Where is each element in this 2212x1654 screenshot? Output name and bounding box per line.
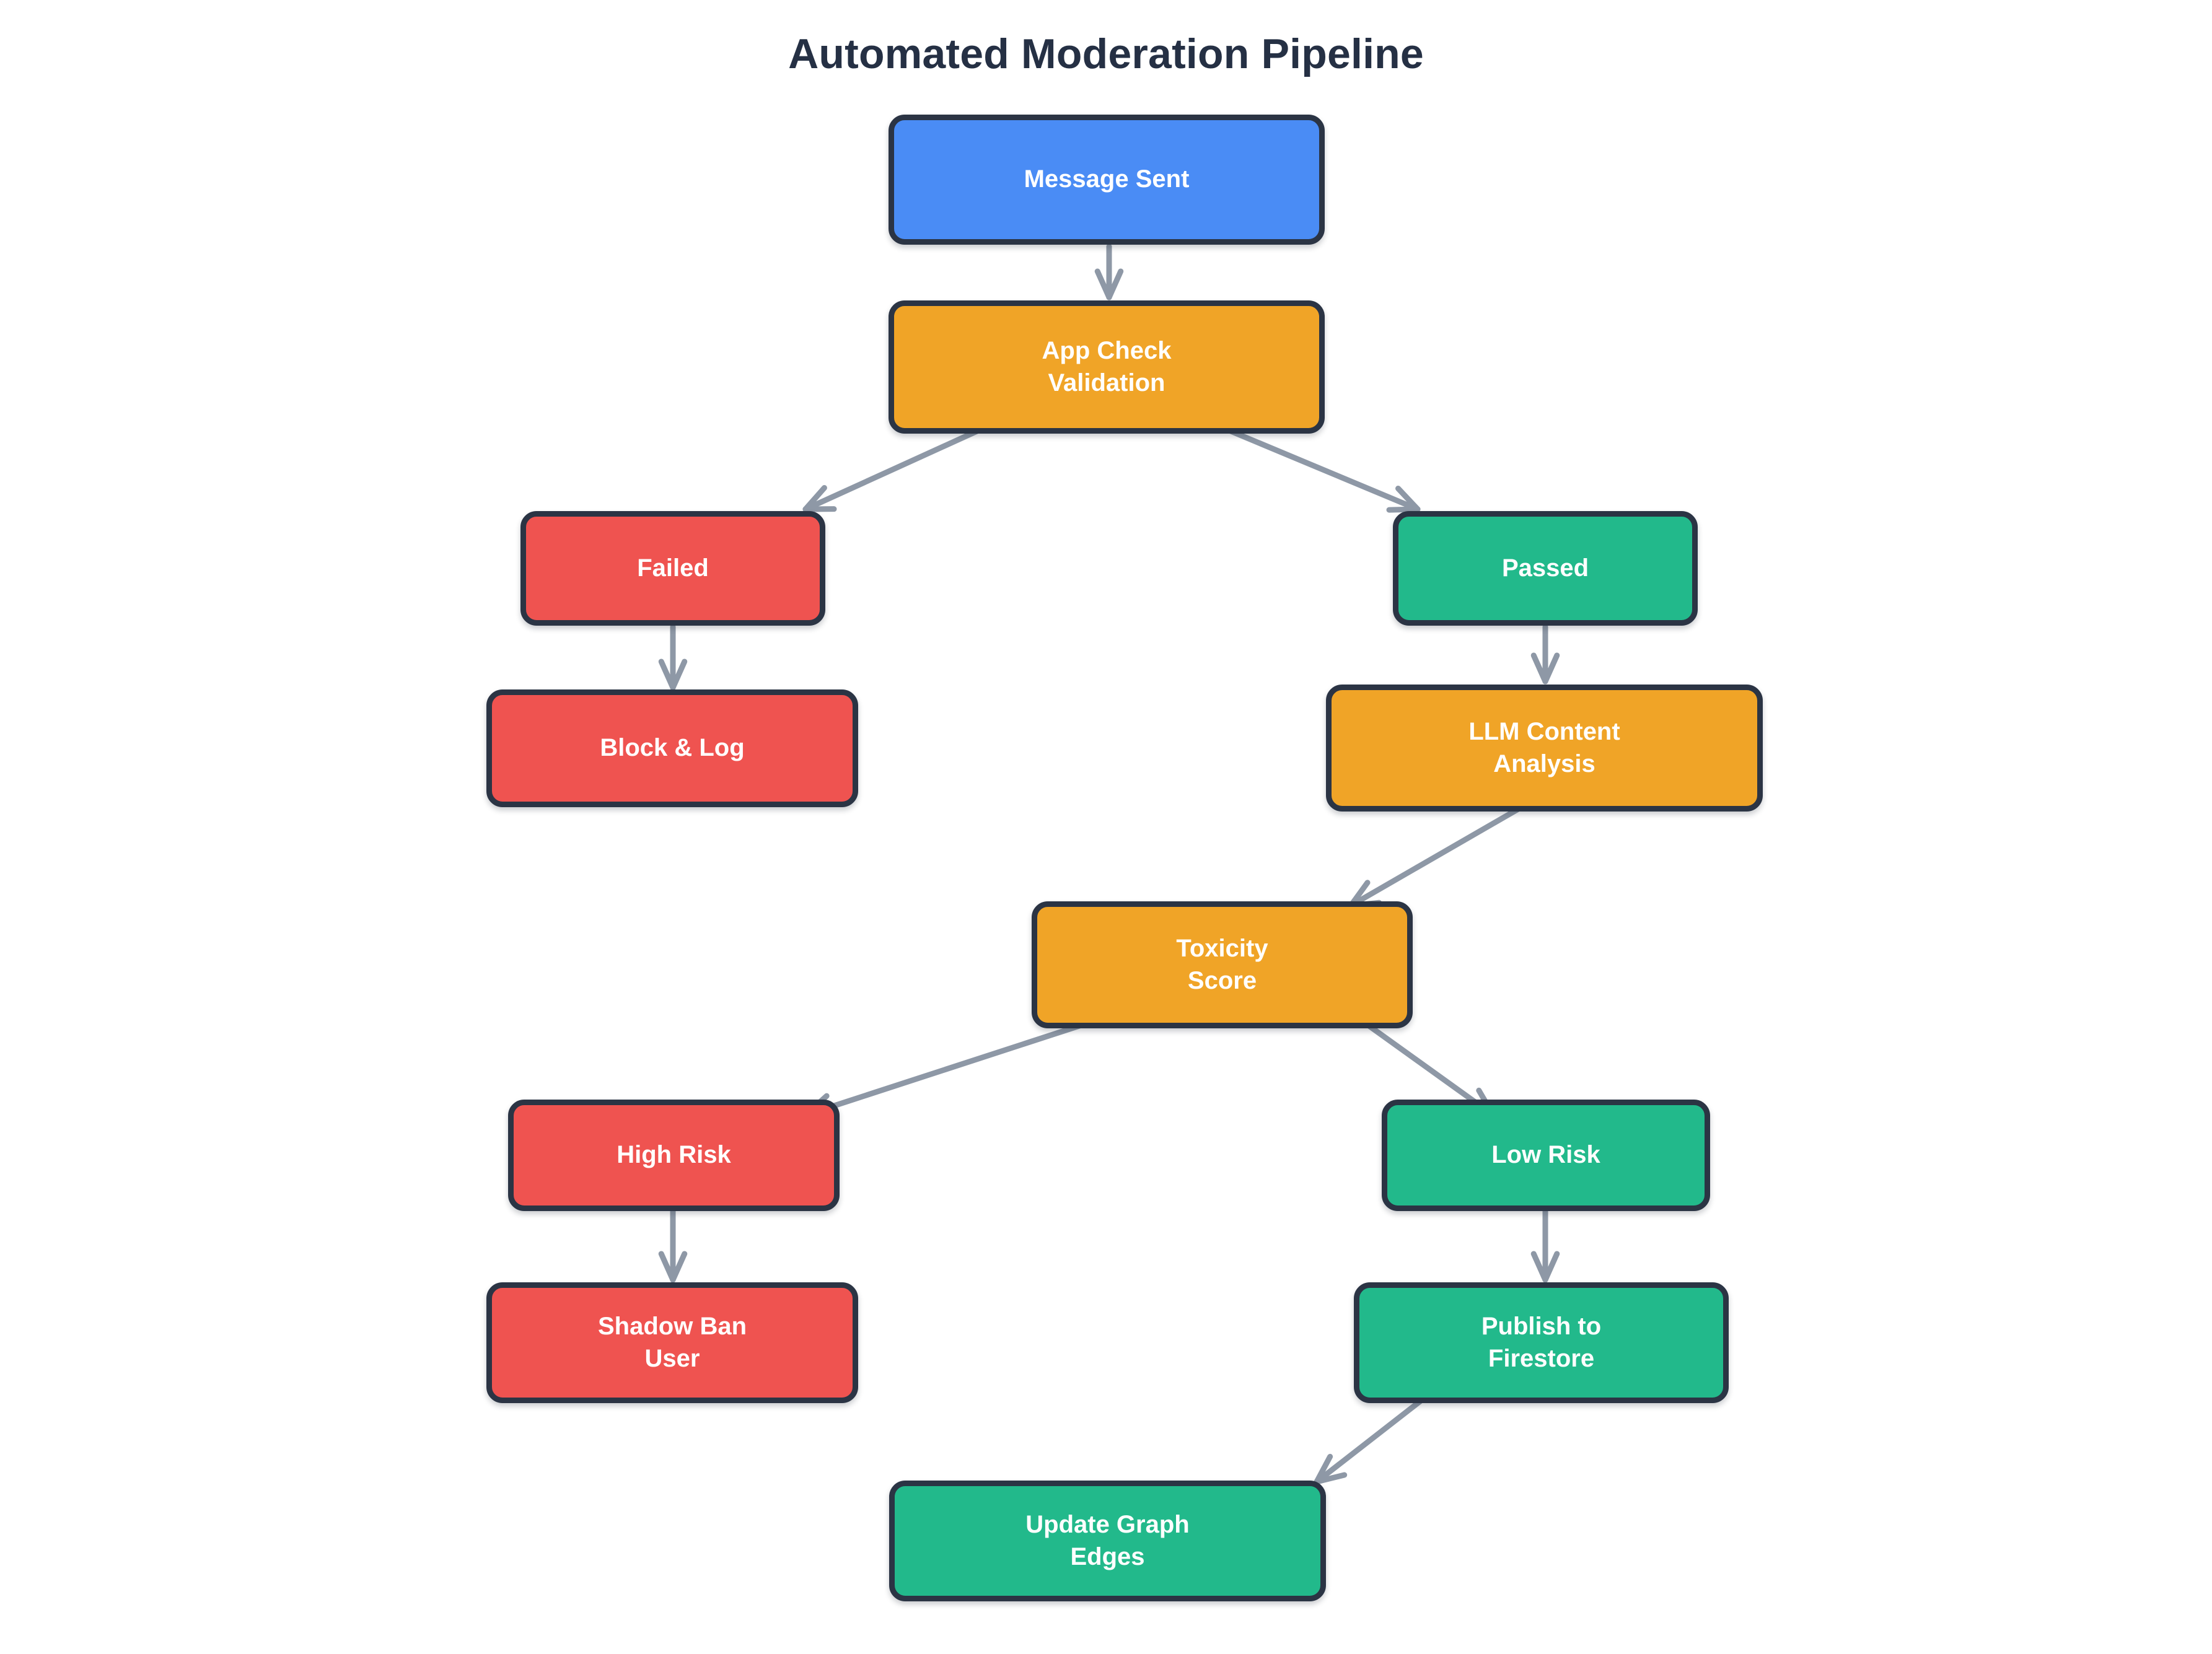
node-message_sent[interactable]: Message Sent (889, 115, 1325, 245)
edge-app_check-to-passed (1219, 424, 1421, 513)
arrowhead-arm-1 (1314, 1472, 1348, 1485)
node-shadow_ban[interactable]: Shadow Ban User (486, 1282, 858, 1403)
edge-toxicity_score-to-high_risk (802, 1014, 1109, 1121)
arrowhead-arm-0 (1530, 652, 1548, 685)
arrowhead-arm-0 (1314, 1453, 1333, 1485)
edge-line (1219, 424, 1421, 512)
edge-llm_analysis-to-toxicity_score (1348, 796, 1538, 909)
node-label-toxicity_score: Toxicity Score (1176, 935, 1268, 994)
page-title: Automated Moderation Pipeline (788, 30, 1424, 77)
node-label-update_graph: Update Graph Edges (1025, 1511, 1190, 1570)
node-label-message_sent: Message Sent (1024, 165, 1190, 193)
node-toxicity_score[interactable]: Toxicity Score (1032, 901, 1413, 1028)
edge-passed-to-llm_analysis (1530, 624, 1560, 685)
arrowhead-arm-1 (670, 659, 688, 691)
edge-message_sent-to-app_check (1094, 243, 1124, 300)
arrowhead-arm-0 (1530, 1251, 1548, 1283)
arrowhead-arm-0 (802, 485, 827, 512)
node-label-low_risk: Low Risk (1491, 1141, 1600, 1169)
arrowhead-arm-1 (1395, 486, 1421, 512)
arrowhead-arm-1 (670, 1251, 688, 1283)
node-llm_analysis[interactable]: LLM Content Analysis (1326, 685, 1763, 812)
node-app_check[interactable]: App Check Validation (889, 300, 1325, 434)
node-label-llm_analysis: LLM Content Analysis (1468, 718, 1620, 777)
arrowhead-arm-0 (658, 659, 676, 691)
node-publish[interactable]: Publish to Firestore (1354, 1282, 1729, 1403)
edge-line (1314, 1389, 1434, 1485)
arrowhead-arm-0 (1094, 268, 1112, 300)
node-high_risk[interactable]: High Risk (508, 1100, 840, 1211)
node-label-failed: Failed (637, 554, 709, 582)
edge-line (802, 424, 988, 512)
edge-line (1348, 796, 1538, 909)
edge-failed-to-block_log (658, 624, 688, 691)
arrowhead-arm-1 (1542, 652, 1560, 685)
node-label-shadow_ban: Shadow Ban User (597, 1313, 747, 1372)
edge-publish-to-update_graph (1314, 1389, 1434, 1485)
node-label-high_risk: High Risk (617, 1141, 731, 1169)
arrowhead-arm-1 (1542, 1251, 1560, 1283)
node-passed[interactable]: Passed (1393, 511, 1698, 626)
edge-high_risk-to-shadow_ban (658, 1206, 688, 1283)
node-update_graph[interactable]: Update Graph Edges (889, 1481, 1326, 1601)
edge-line (802, 1014, 1109, 1118)
arrowhead-arm-0 (1386, 506, 1421, 513)
edge-app_check-to-failed (802, 424, 988, 512)
arrowhead-arm-1 (1106, 268, 1124, 300)
node-failed[interactable]: Failed (520, 511, 825, 626)
arrowhead-arm-0 (658, 1251, 676, 1283)
node-label-app_check: App Check Validation (1042, 337, 1172, 396)
node-label-passed: Passed (1501, 554, 1589, 582)
node-block_log[interactable]: Block & Log (486, 689, 858, 807)
node-low_risk[interactable]: Low Risk (1382, 1100, 1710, 1211)
node-label-publish: Publish to Firestore (1481, 1313, 1602, 1372)
node-label-block_log: Block & Log (600, 734, 745, 762)
edge-low_risk-to-publish (1530, 1206, 1560, 1283)
